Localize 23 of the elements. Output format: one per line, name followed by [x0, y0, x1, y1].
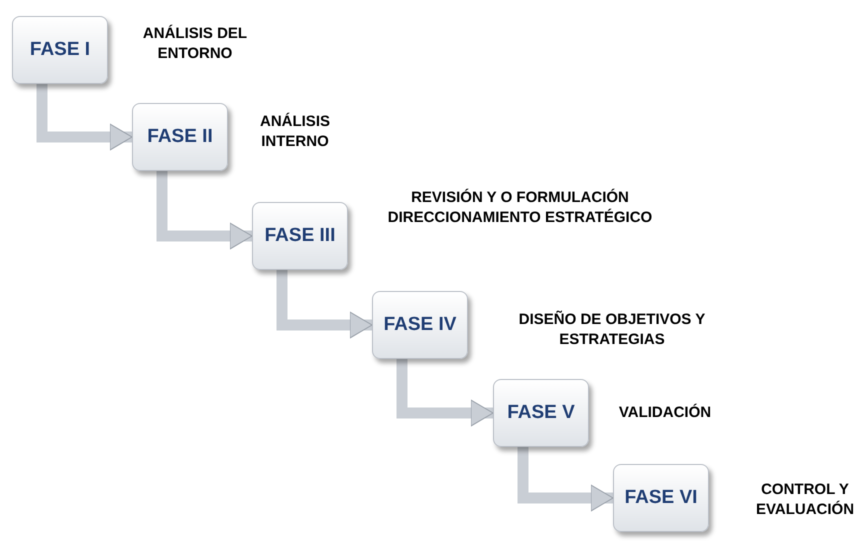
phase-title: FASE I [30, 39, 90, 61]
phase-box [493, 379, 589, 447]
phase-title: FASE V [507, 402, 575, 424]
phase-box [12, 16, 108, 84]
phase-description: ANÁLISIS DEL ENTORNO [142, 24, 248, 64]
phase-box [613, 464, 709, 532]
phase-description: DISEÑO DE OBJETIVOS Y ESTRATEGIAS [518, 310, 706, 350]
bent-arrow [396, 359, 494, 426]
bent-arrow [518, 447, 614, 512]
phase-box [132, 103, 228, 171]
bent-arrow [156, 171, 252, 250]
phase-title: FASE IV [384, 314, 456, 336]
phase-description: ANÁLISIS INTERNO [258, 112, 331, 152]
phase-description: VALIDACIÓN [618, 403, 712, 423]
bent-arrow [36, 84, 132, 150]
phase-box [252, 202, 348, 270]
phase-title: FASE II [147, 126, 213, 148]
phase-description: CONTROL Y EVALUACIÓN [754, 480, 856, 520]
phase-box [372, 291, 468, 359]
phase-description: REVISIÓN Y O FORMULACIÓN DIRECCIONAMIENTO ESTRATÉGICO [386, 188, 654, 228]
phase-title: FASE III [264, 225, 336, 247]
bent-arrow [276, 270, 372, 338]
phase-title: FASE VI [624, 487, 698, 509]
